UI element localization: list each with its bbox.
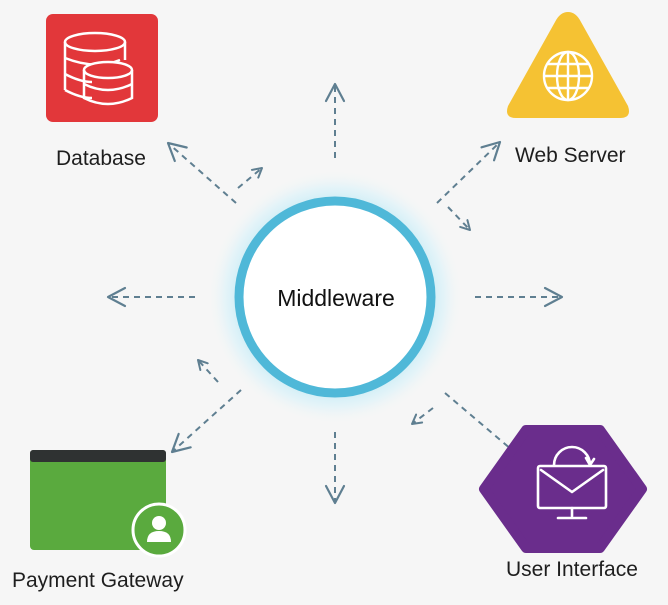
user-badge-icon bbox=[131, 502, 187, 558]
globe-icon bbox=[542, 50, 594, 102]
monitor-user-icon bbox=[536, 445, 608, 520]
arrow-to-database bbox=[166, 141, 237, 204]
arrow-to-web-server bbox=[436, 140, 502, 204]
database-node bbox=[46, 14, 158, 122]
payment-gateway-node bbox=[30, 450, 187, 558]
middleware-ring bbox=[234, 196, 436, 398]
database-label: Database bbox=[56, 147, 146, 170]
arrow-from-web-server bbox=[447, 206, 471, 231]
arrow-from-user-interface bbox=[411, 407, 434, 425]
middleware-label: Middleware bbox=[277, 285, 395, 311]
user-interface-node bbox=[479, 425, 647, 553]
database-icon bbox=[63, 31, 134, 106]
web-server-node bbox=[507, 12, 629, 118]
payment-gateway-label: Payment Gateway bbox=[12, 569, 184, 592]
arrow-from-payment-gateway bbox=[197, 359, 219, 383]
web-server-label: Web Server bbox=[515, 144, 626, 167]
user-interface-label: User Interface bbox=[506, 558, 638, 581]
arrow-to-user-interface bbox=[444, 392, 513, 451]
arrow-from-database bbox=[237, 167, 263, 189]
arrow-to-payment-gateway bbox=[170, 389, 242, 454]
